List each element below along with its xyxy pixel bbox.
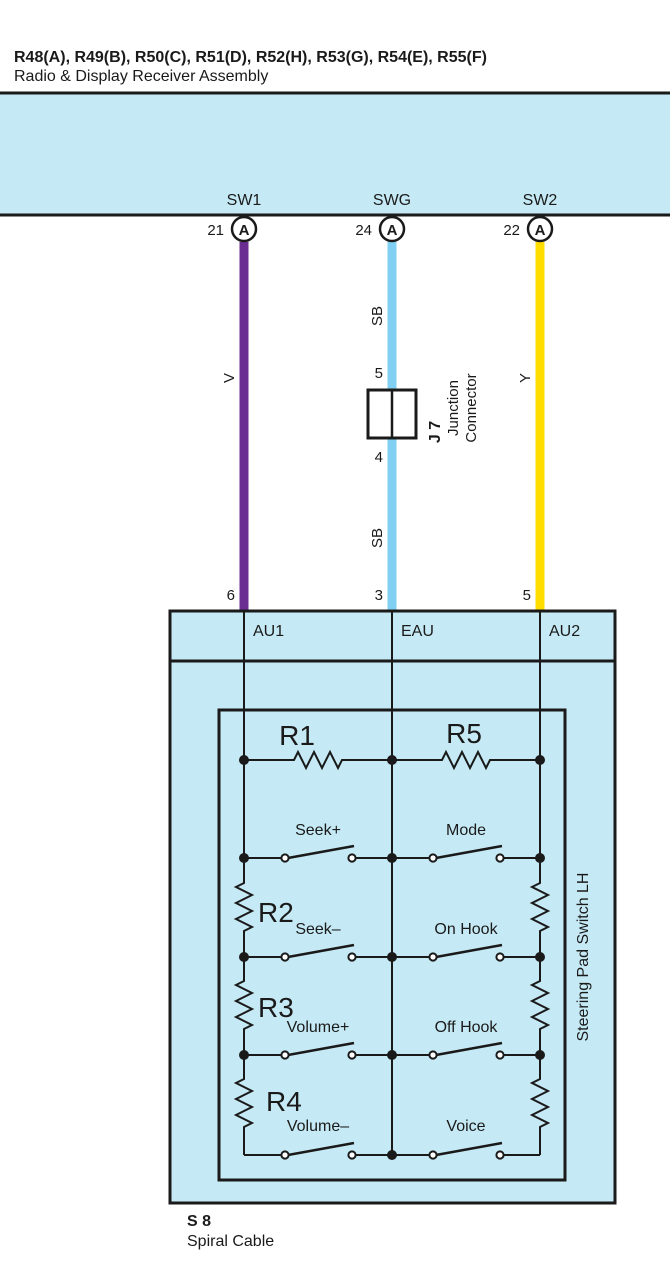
connector-a-swg-letter: A <box>387 222 398 239</box>
junction-dot <box>387 853 397 863</box>
junction-name-line2: Connector <box>463 373 480 442</box>
connector-a-sw1-letter: A <box>239 222 250 239</box>
junction-dot <box>387 1050 397 1060</box>
spiral-terminal-au2: AU2 <box>549 623 580 640</box>
junction-dot <box>239 952 249 962</box>
resistor-right-2-symbol <box>529 957 551 1055</box>
junction-dot <box>239 755 249 765</box>
junction-dot <box>239 853 249 863</box>
resistor-r1-label: R1 <box>279 720 315 751</box>
receiver-assembly-label: Radio & Display Receiver Assembly <box>14 68 268 85</box>
junction-pin-bottom: 4 <box>375 449 383 466</box>
resistor-right-3-symbol <box>529 1055 551 1155</box>
spiral-cable-name: Spiral Cable <box>187 1233 274 1250</box>
right-switch-2 <box>392 943 540 962</box>
junction-id: J 7 <box>427 421 444 443</box>
junction-connector-j7 <box>366 388 418 440</box>
switch-label-mode: Mode <box>446 822 486 839</box>
spiral-pin-eau: 3 <box>375 587 383 604</box>
wire-sb-code-lower: SB <box>369 528 386 548</box>
connector-a-sw1: A <box>230 215 258 243</box>
pin-swg: 24 <box>355 222 372 239</box>
switch-label-volume-minus: Volume– <box>287 1118 349 1135</box>
switch-label-voice: Voice <box>446 1118 485 1135</box>
resistor-row <box>244 749 540 771</box>
junction-dot <box>387 755 397 765</box>
resistor-r3-label: R3 <box>258 992 294 1023</box>
left-switch-4 <box>244 1141 392 1160</box>
switch-label-seek-minus: Seek– <box>295 921 340 938</box>
wire-sb-code-upper: SB <box>369 306 386 326</box>
terminal-sw1-label: SW1 <box>227 192 262 209</box>
spiral-terminal-eau: EAU <box>401 623 434 640</box>
resistor-r2-symbol <box>233 858 255 957</box>
connector-a-sw2: A <box>526 215 554 243</box>
left-switch-1 <box>244 844 392 863</box>
left-switch-2 <box>244 943 392 962</box>
spiral-cable-id: S 8 <box>187 1213 211 1230</box>
junction-dot <box>535 755 545 765</box>
resistor-ladders <box>233 760 551 1155</box>
left-switch-3 <box>244 1041 392 1060</box>
junction-dots <box>239 755 545 1160</box>
switch-label-on-hook: On Hook <box>434 921 498 938</box>
pin-sw2: 22 <box>503 222 520 239</box>
junction-dot <box>535 853 545 863</box>
junction-dot <box>387 952 397 962</box>
resistor-r5-label: R5 <box>446 718 482 749</box>
junction-name-line1: Junction <box>445 380 462 436</box>
resistor-r3-symbol <box>233 957 255 1055</box>
connector-a-swg: A <box>378 215 406 243</box>
wire-y-code: Y <box>517 373 534 383</box>
resistor-right-1-symbol <box>529 858 551 957</box>
connector-a-sw2-letter: A <box>535 222 546 239</box>
resistor-r4-symbol <box>233 1055 255 1155</box>
switch-rows <box>244 844 540 1160</box>
pin-sw1: 21 <box>207 222 224 239</box>
resistor-r5-symbol <box>392 749 540 771</box>
spiral-pin-au1: 6 <box>227 587 235 604</box>
junction-dot <box>535 1050 545 1060</box>
right-switch-3 <box>392 1041 540 1060</box>
junction-dot <box>239 1050 249 1060</box>
right-switch-1 <box>392 844 540 863</box>
wire-v-code: V <box>221 373 238 383</box>
switch-label-off-hook: Off Hook <box>435 1019 499 1036</box>
connector-list: R48(A), R49(B), R50(C), R51(D), R52(H), … <box>14 49 487 66</box>
spiral-terminal-au1: AU1 <box>253 623 284 640</box>
junction-dot <box>387 1150 397 1160</box>
switch-label-volume-plus: Volume+ <box>287 1019 350 1036</box>
resistor-r1-symbol <box>244 749 392 771</box>
junction-dot <box>535 952 545 962</box>
spiral-pin-au2: 5 <box>523 587 531 604</box>
steering-pad-switch-title: Steering Pad Switch LH <box>575 873 592 1042</box>
junction-pin-top: 5 <box>375 365 383 382</box>
resistor-r2-label: R2 <box>258 897 294 928</box>
switch-label-seek-plus: Seek+ <box>295 822 341 839</box>
right-switch-4 <box>392 1141 540 1160</box>
resistor-r4-label: R4 <box>266 1086 302 1117</box>
terminal-swg-label: SWG <box>373 192 411 209</box>
terminal-sw2-label: SW2 <box>523 192 558 209</box>
receiver-assembly-box <box>0 91 670 217</box>
